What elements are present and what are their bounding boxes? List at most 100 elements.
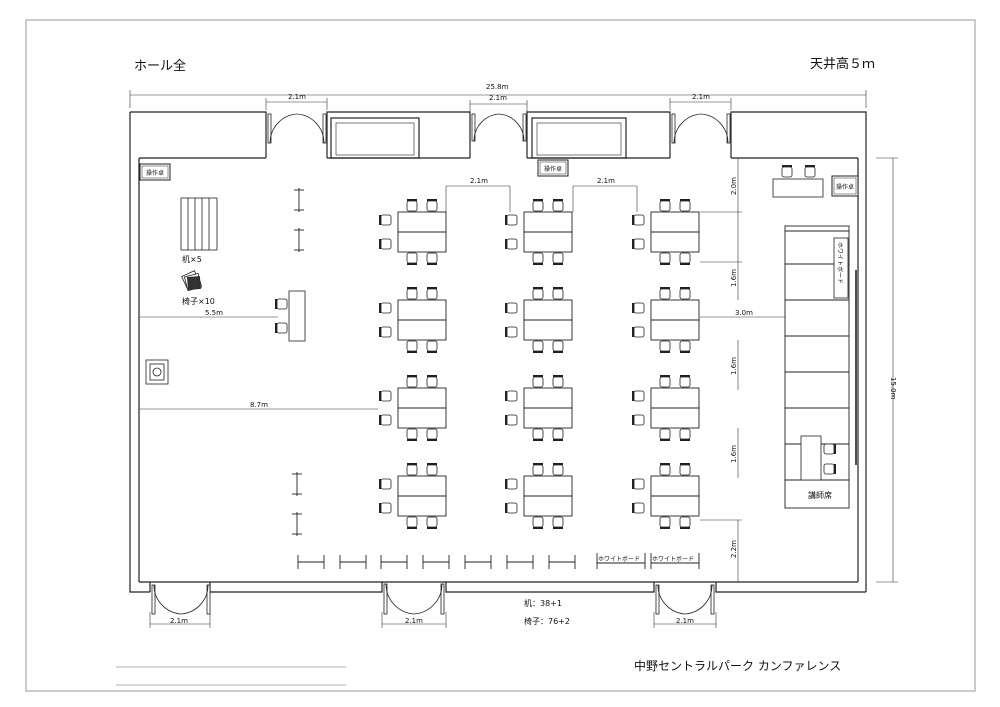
desk bbox=[523, 319, 573, 341]
chair bbox=[804, 165, 816, 178]
door-bottom-left-label: 2.1m bbox=[170, 617, 188, 625]
room-name: ホール全 bbox=[134, 58, 186, 74]
desk bbox=[650, 495, 700, 517]
barrier-segment bbox=[506, 555, 534, 569]
desk bbox=[523, 407, 573, 429]
desk bbox=[523, 299, 573, 321]
desk-count: 机：38+1 bbox=[524, 598, 562, 608]
chair bbox=[781, 165, 793, 178]
chair bbox=[406, 199, 418, 212]
row-gap-2-label: 2.1m bbox=[597, 177, 615, 185]
chair bbox=[379, 390, 392, 402]
chair bbox=[823, 463, 836, 475]
chair bbox=[505, 390, 518, 402]
whiteboard-back-2: ホワイトボード bbox=[650, 553, 700, 569]
control-desk-center-label: 操作卓 bbox=[544, 165, 562, 173]
double-door bbox=[471, 113, 527, 142]
desk bbox=[650, 475, 700, 497]
chair bbox=[632, 214, 645, 226]
chair bbox=[505, 238, 518, 250]
barrier-segment bbox=[380, 555, 408, 569]
chair bbox=[552, 199, 564, 212]
double-door bbox=[383, 583, 445, 615]
front-gap-label: 2.0m bbox=[730, 177, 738, 195]
desk bbox=[650, 211, 700, 233]
chair bbox=[632, 478, 645, 490]
chair bbox=[823, 443, 836, 455]
door-bottom-dimensions bbox=[149, 612, 717, 628]
chair bbox=[532, 428, 544, 441]
whiteboard-stage-label: ホワイトボード bbox=[836, 242, 844, 284]
double-door bbox=[655, 584, 715, 615]
chair bbox=[679, 516, 691, 529]
chair bbox=[632, 414, 645, 426]
chair bbox=[679, 287, 691, 300]
chair bbox=[659, 340, 671, 353]
door-bottom-right-label: 2.1m bbox=[676, 617, 694, 625]
projector-device bbox=[145, 359, 169, 385]
chair bbox=[532, 516, 544, 529]
chair bbox=[659, 199, 671, 212]
chair bbox=[426, 252, 438, 265]
chair bbox=[679, 199, 691, 212]
ceiling-height: 天井高５ｍ bbox=[810, 56, 875, 72]
chair bbox=[552, 516, 564, 529]
desk bbox=[650, 299, 700, 321]
overall-width-dimension: 25.8m bbox=[129, 83, 867, 108]
desk bbox=[523, 211, 573, 233]
stanchion-barrier bbox=[297, 555, 576, 569]
chair bbox=[379, 478, 392, 490]
spare-chairs-stack bbox=[181, 270, 203, 292]
control-desk-center: 操作卓 bbox=[537, 159, 569, 177]
stanchion bbox=[294, 188, 304, 212]
storage-box-left bbox=[330, 117, 420, 159]
chair bbox=[505, 414, 518, 426]
chair bbox=[659, 428, 671, 441]
chair bbox=[632, 390, 645, 402]
chair bbox=[379, 414, 392, 426]
chair bbox=[552, 375, 564, 388]
desk bbox=[397, 407, 447, 429]
barrier-segment bbox=[422, 555, 450, 569]
chair bbox=[426, 199, 438, 212]
table-cluster bbox=[632, 287, 700, 353]
desk bbox=[397, 475, 447, 497]
whiteboard-back-1: ホワイトボード bbox=[596, 553, 646, 569]
desk bbox=[650, 231, 700, 253]
desk bbox=[397, 319, 447, 341]
page-border bbox=[25, 19, 976, 692]
chair bbox=[505, 502, 518, 514]
back-gap-label: 2.2m bbox=[730, 540, 738, 558]
chair bbox=[552, 252, 564, 265]
whiteboard-back-1-label: ホワイトボード bbox=[598, 555, 640, 563]
chair bbox=[659, 516, 671, 529]
double-door bbox=[671, 113, 731, 144]
chair bbox=[505, 326, 518, 338]
chair bbox=[532, 340, 544, 353]
chair bbox=[659, 287, 671, 300]
chair bbox=[379, 326, 392, 338]
control-desk-right-label: 操作卓 bbox=[836, 183, 854, 191]
desk bbox=[397, 231, 447, 253]
table-grid bbox=[379, 199, 700, 529]
table-cluster bbox=[379, 287, 447, 353]
desk bbox=[397, 495, 447, 517]
doors bbox=[151, 113, 731, 615]
double-door bbox=[267, 113, 327, 144]
barrier-segment bbox=[548, 555, 576, 569]
stanchion-posts bbox=[292, 188, 304, 536]
chair bbox=[406, 340, 418, 353]
chair bbox=[659, 252, 671, 265]
chair bbox=[659, 375, 671, 388]
lectern-label: 講師席 bbox=[808, 490, 832, 500]
chair bbox=[659, 463, 671, 476]
chair bbox=[379, 214, 392, 226]
chair bbox=[552, 428, 564, 441]
double-door bbox=[151, 584, 211, 615]
chair bbox=[532, 375, 544, 388]
chair bbox=[552, 463, 564, 476]
whiteboard-stage: ホワイトボード bbox=[833, 237, 857, 465]
chair bbox=[426, 428, 438, 441]
aisle-dimensions bbox=[700, 158, 790, 582]
